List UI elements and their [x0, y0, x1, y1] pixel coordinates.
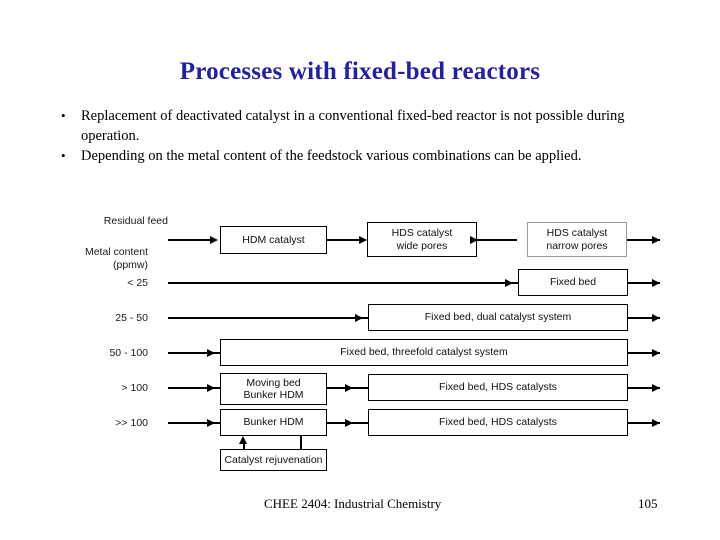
- box-label-line1: Catalyst rejuvenation: [224, 453, 323, 466]
- list-item: • Depending on the metal content of the …: [55, 146, 665, 166]
- arrow-head-icon: [207, 418, 215, 427]
- arrow-head-icon: [207, 383, 215, 392]
- connector-line: [628, 352, 660, 354]
- arrow-head-icon: [470, 235, 478, 244]
- box-label-line1: HDS catalyst: [546, 227, 608, 239]
- bullet-text: Replacement of deactivated catalyst in a…: [81, 108, 625, 144]
- bullet-list: • Replacement of deactivated catalyst in…: [55, 106, 665, 166]
- box-label-line1: Fixed bed, HDS catalysts: [439, 381, 557, 394]
- arrow-head-icon: [210, 235, 218, 244]
- arrow-head-icon: [345, 383, 353, 392]
- row-label-gt-gt-100: >> 100: [115, 417, 148, 429]
- connector-line: [168, 239, 212, 241]
- connector-line: [628, 422, 660, 424]
- footer-course-label: CHEE 2404: Industrial Chemistry: [264, 496, 442, 511]
- row-box-fixed-bed-hds-catalysts: Fixed bed, HDS catalysts: [368, 374, 628, 401]
- arrow-head-icon: [652, 383, 660, 392]
- row-box-fixed-bed-hds-catalysts-2: Fixed bed, HDS catalysts: [368, 409, 628, 436]
- row-box-fixed-bed-threefold-catalyst: Fixed bed, threefold catalyst system: [220, 339, 628, 366]
- connector-line: [168, 387, 220, 389]
- connector-line: [168, 317, 368, 319]
- arrow-head-icon: [505, 278, 513, 287]
- connector-line: [628, 317, 660, 319]
- bullet-text: Depending on the metal content of the fe…: [81, 148, 582, 164]
- row-label-25-50: 25 - 50: [115, 312, 148, 324]
- box-label-line2: wide pores: [396, 239, 448, 252]
- metal-content-label-line2: (ppmw): [112, 259, 148, 271]
- connector-line: [628, 387, 660, 389]
- row-box-catalyst-rejuvenation: Catalyst rejuvenation: [220, 449, 327, 471]
- row-label-lt-25: < 25: [127, 277, 148, 289]
- header-box-hds-wide-pores: HDS catalyst wide pores: [367, 222, 477, 257]
- row-label-gt-100: > 100: [121, 382, 148, 394]
- box-label-line1: Moving bed: [246, 376, 301, 389]
- arrow-head-icon: [652, 348, 660, 357]
- process-flow-diagram: Residual feed Metal content (ppmw) HDM c…: [0, 205, 720, 475]
- connector-line: [628, 282, 660, 284]
- list-item: • Replacement of deactivated catalyst in…: [55, 106, 665, 146]
- box-label-line1: HDS catalyst: [391, 227, 453, 239]
- box-label-line1: Fixed bed, dual catalyst system: [424, 311, 572, 324]
- arrow-head-up-icon: [239, 436, 247, 444]
- connector-line: [627, 239, 660, 241]
- row-box-bunker-hdm: Bunker HDM: [220, 409, 327, 436]
- connector-line: [168, 282, 518, 284]
- header-box-hds-narrow-pores: HDS catalyst narrow pores: [527, 222, 627, 257]
- footer-page-number: 105: [638, 496, 658, 511]
- box-label-line1: Fixed bed, threefold catalyst system: [340, 346, 508, 359]
- connector-line: [477, 239, 517, 241]
- arrow-head-icon: [652, 278, 660, 287]
- row-box-fixed-bed: Fixed bed: [518, 269, 628, 296]
- connector-line-vertical: [300, 436, 302, 454]
- arrow-head-icon: [355, 313, 363, 322]
- connector-line: [168, 352, 220, 354]
- arrow-head-icon: [652, 313, 660, 322]
- box-label-line1: Bunker HDM: [243, 416, 304, 429]
- bullet-marker-icon: •: [61, 108, 66, 123]
- page-title: Processes with fixed-bed reactors: [179, 58, 541, 85]
- arrow-head-icon: [652, 235, 660, 244]
- residual-feed-label: Residual feed: [103, 215, 168, 227]
- box-label-line2: Bunker HDM: [243, 389, 304, 401]
- box-label-line1: Fixed bed: [549, 276, 597, 289]
- header-box-hdm-catalyst: HDM catalyst: [220, 226, 327, 254]
- connector-line: [168, 422, 220, 424]
- metal-content-label-line1: Metal content: [84, 246, 148, 258]
- connector-line: [327, 239, 366, 241]
- box-label-line2: narrow pores: [546, 239, 608, 252]
- arrow-head-icon: [359, 235, 367, 244]
- arrow-head-icon: [207, 348, 215, 357]
- box-label-line1: Fixed bed, HDS catalysts: [439, 416, 557, 429]
- arrow-head-icon: [345, 418, 353, 427]
- row-label-50-100: 50 - 100: [109, 347, 148, 359]
- arrow-head-icon: [652, 418, 660, 427]
- row-box-fixed-bed-dual-catalyst: Fixed bed, dual catalyst system: [368, 304, 628, 331]
- row-box-moving-bed-bunker-hdm: Moving bed Bunker HDM: [220, 373, 327, 405]
- box-label-line1: HDM catalyst: [242, 233, 305, 246]
- bullet-marker-icon: •: [61, 148, 66, 163]
